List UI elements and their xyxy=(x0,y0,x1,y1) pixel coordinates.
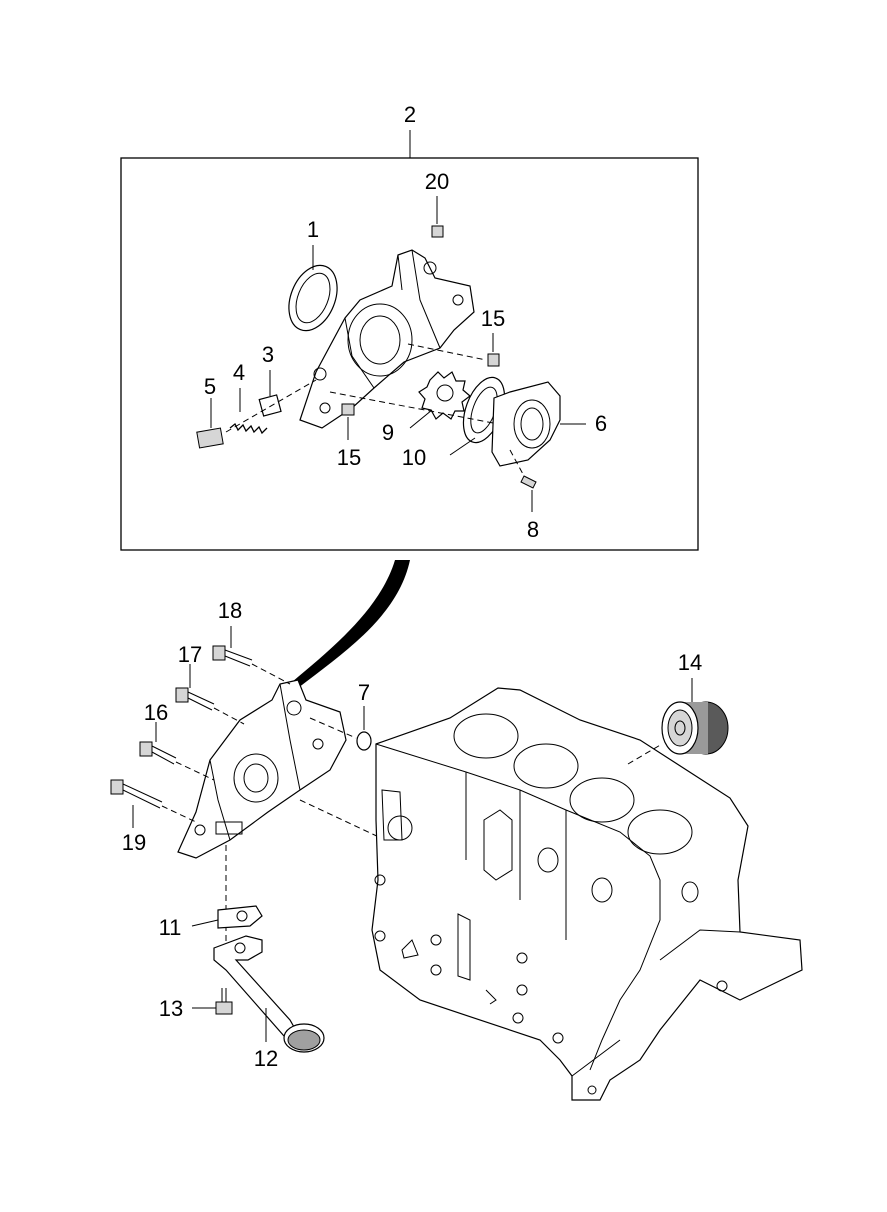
label-1: 1 xyxy=(307,217,319,242)
strainer-bolt-part xyxy=(192,988,233,1015)
o-ring-part xyxy=(309,706,372,751)
pump-bolts xyxy=(110,626,291,828)
label-20: 20 xyxy=(425,169,449,194)
label-3: 3 xyxy=(262,342,274,367)
label-15-lower: 15 xyxy=(337,445,361,470)
oil-pump-assembled xyxy=(177,679,347,859)
label-11: 11 xyxy=(159,915,182,940)
label-19: 19 xyxy=(122,830,146,855)
label-13: 13 xyxy=(159,996,183,1021)
label-14: 14 xyxy=(678,650,702,675)
dowel-upper-part xyxy=(407,333,500,367)
oil-seal-part xyxy=(288,245,338,332)
label-6: 6 xyxy=(595,411,607,436)
relief-valve-group xyxy=(196,370,317,449)
callout-labels: 2 20 1 15 3 4 5 6 9 15 10 8 18 17 14 7 1… xyxy=(122,102,702,1071)
label-7: 7 xyxy=(358,680,370,705)
plug-part xyxy=(431,196,444,238)
strainer-group xyxy=(191,845,325,1053)
bolt-18 xyxy=(212,626,291,685)
label-10: 10 xyxy=(402,445,426,470)
pump-cover-part xyxy=(491,381,586,467)
label-8: 8 xyxy=(527,517,539,542)
inner-rotor-part xyxy=(409,371,471,429)
oil-pump-housing-detail xyxy=(299,249,475,429)
label-2: 2 xyxy=(404,102,416,127)
label-15-upper: 15 xyxy=(481,306,505,331)
bolt-17 xyxy=(175,664,245,725)
dowel-lower-part xyxy=(341,403,355,440)
label-12: 12 xyxy=(254,1046,278,1071)
oil-filter-part xyxy=(627,678,729,765)
bolt-16 xyxy=(139,722,215,781)
label-5: 5 xyxy=(204,374,216,399)
label-17: 17 xyxy=(178,642,202,667)
detail-pointer xyxy=(292,560,410,688)
detail-box xyxy=(120,130,699,551)
cover-screw-part xyxy=(509,449,537,512)
label-9: 9 xyxy=(382,420,394,445)
bolt-19 xyxy=(110,779,197,828)
label-16: 16 xyxy=(144,700,168,725)
label-4: 4 xyxy=(233,360,245,385)
oil-strainer-part xyxy=(213,935,325,1053)
label-18: 18 xyxy=(218,598,242,623)
engine-block xyxy=(371,687,803,1101)
gasket-part xyxy=(191,905,263,929)
